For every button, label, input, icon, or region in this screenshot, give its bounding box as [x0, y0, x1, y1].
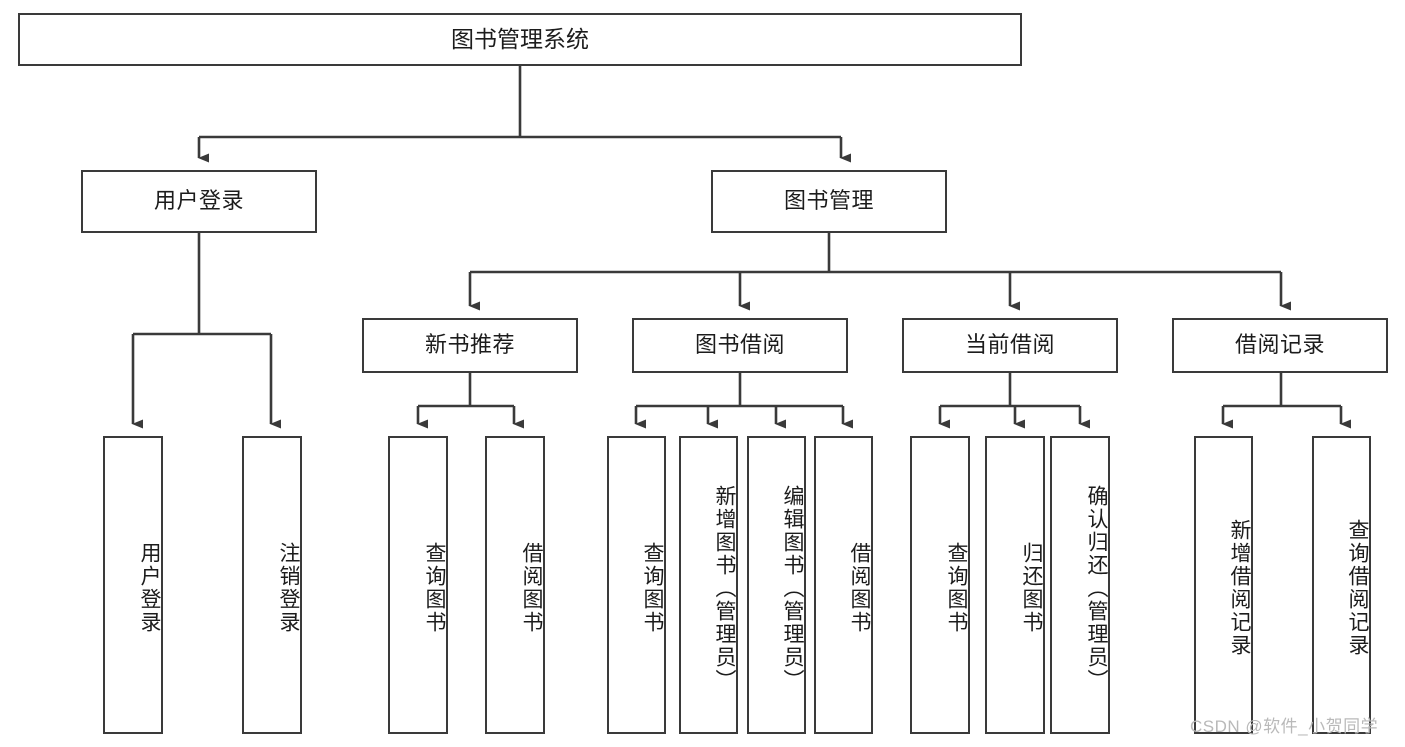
- node-borrow-records[interactable]: 借阅记录: [1172, 318, 1388, 373]
- csdn-watermark: CSDN @软件_小贺同学: [1190, 717, 1379, 736]
- node-leaf-user-logout[interactable]: 注销登录: [242, 436, 302, 734]
- node-leaf-record-add[interactable]: 新增借阅记录: [1194, 436, 1253, 734]
- node-leaf-newbook-borrow[interactable]: 借阅图书: [485, 436, 545, 734]
- node-leaf-user-logout-label: 注销登录: [277, 542, 300, 634]
- node-leaf-newbook-query-label: 查询图书: [423, 542, 446, 634]
- node-book-management-label: 图书管理: [783, 188, 874, 214]
- node-leaf-current-return[interactable]: 归还图书: [985, 436, 1045, 734]
- node-leaf-newbook-borrow-label: 借阅图书: [520, 542, 543, 634]
- node-leaf-record-query-label: 查询借阅记录: [1346, 519, 1369, 657]
- node-leaf-newbook-query[interactable]: 查询图书: [388, 436, 448, 734]
- node-leaf-user-login-label: 用户登录: [138, 542, 161, 634]
- node-leaf-current-return-label: 归还图书: [1020, 542, 1043, 634]
- node-user-login[interactable]: 用户登录: [81, 170, 317, 233]
- node-leaf-borrow-query-label: 查询图书: [641, 542, 664, 634]
- node-leaf-borrow-add[interactable]: 新增图书（管理员）: [679, 436, 738, 734]
- node-leaf-borrow-lend-label: 借阅图书: [848, 542, 871, 634]
- node-leaf-current-confirm[interactable]: 确认归还（管理员）: [1050, 436, 1110, 734]
- node-leaf-user-login[interactable]: 用户登录: [103, 436, 163, 734]
- node-leaf-current-query-label: 查询图书: [945, 542, 968, 634]
- node-leaf-current-query[interactable]: 查询图书: [910, 436, 970, 734]
- node-current-borrow-label: 当前借阅: [964, 332, 1055, 358]
- node-borrow-records-label: 借阅记录: [1234, 332, 1325, 358]
- node-leaf-borrow-lend[interactable]: 借阅图书: [814, 436, 873, 734]
- node-book-borrow[interactable]: 图书借阅: [632, 318, 848, 373]
- node-leaf-borrow-edit-label: 编辑图书（管理员）: [781, 484, 804, 692]
- node-book-management[interactable]: 图书管理: [711, 170, 947, 233]
- node-leaf-borrow-edit[interactable]: 编辑图书（管理员）: [747, 436, 806, 734]
- node-root-label: 图书管理系统: [451, 25, 589, 52]
- node-leaf-borrow-add-label: 新增图书（管理员）: [713, 484, 736, 692]
- node-current-borrow[interactable]: 当前借阅: [902, 318, 1118, 373]
- node-root[interactable]: 图书管理系统: [18, 13, 1022, 66]
- node-leaf-record-query[interactable]: 查询借阅记录: [1312, 436, 1371, 734]
- node-book-borrow-label: 图书借阅: [694, 332, 785, 358]
- node-leaf-record-add-label: 新增借阅记录: [1228, 519, 1251, 657]
- node-leaf-current-confirm-label: 确认归还（管理员）: [1085, 484, 1108, 692]
- node-leaf-borrow-query[interactable]: 查询图书: [607, 436, 666, 734]
- node-new-book-recommend[interactable]: 新书推荐: [362, 318, 578, 373]
- node-new-book-recommend-label: 新书推荐: [424, 332, 515, 358]
- node-user-login-label: 用户登录: [153, 188, 244, 214]
